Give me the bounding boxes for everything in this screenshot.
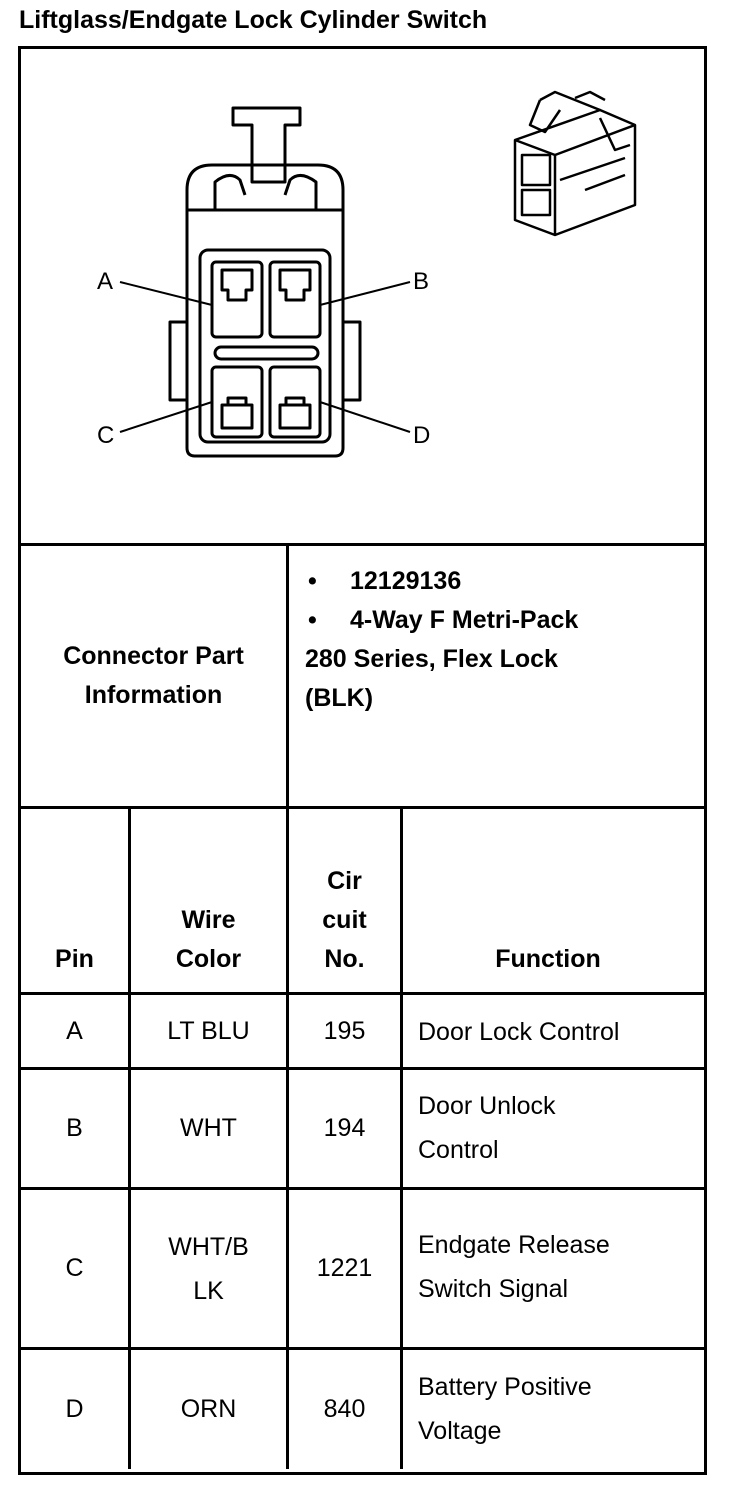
- connector-color: (BLK): [305, 684, 374, 712]
- header-pin: Pin: [55, 945, 94, 973]
- table-frame: [18, 46, 707, 1475]
- connector-3d-view: [513, 90, 637, 237]
- row-c-circuit: 1221: [316, 1254, 373, 1282]
- part-number: 12129136: [350, 567, 462, 595]
- row-d-circuit: 840: [323, 1395, 366, 1423]
- pin-label-a: A: [97, 268, 113, 295]
- connector-diagram: A B C D: [97, 90, 637, 458]
- connector-series: 280 Series, Flex Lock: [305, 645, 558, 673]
- col-divider-pin: [128, 806, 131, 1469]
- connector-type: 4-Way F Metri-Pack: [350, 606, 579, 634]
- rule-under-diagram: [18, 543, 707, 546]
- pin-label-b: B: [413, 268, 429, 295]
- connector-part-details: •12129136 •4-Way F Metri-Pack 280 Series…: [305, 562, 695, 718]
- leader-line-a: [119, 281, 213, 306]
- row-a-pin: A: [66, 1016, 83, 1045]
- row-c-pin: C: [65, 1254, 84, 1282]
- rule-row-b: [18, 1187, 707, 1190]
- leader-line-d: [319, 401, 411, 433]
- leader-line-c: [119, 401, 213, 433]
- cavity-frame: [198, 248, 332, 444]
- rule-row-c: [18, 1347, 707, 1350]
- cavity-b: [268, 260, 322, 339]
- col-divider-circuit: [400, 806, 403, 1469]
- leader-line-b: [319, 281, 411, 306]
- row-b-circuit: 194: [323, 1114, 366, 1142]
- pin-label-c: C: [97, 422, 114, 449]
- page-title: Liftglass/Endgate Lock Cylinder Switch: [19, 6, 488, 34]
- row-d-function: Battery Positive Voltage: [418, 1373, 592, 1445]
- row-a-circuit: 195: [323, 1016, 366, 1045]
- connector-body-outline: [185, 163, 345, 458]
- row-b-function: Door Unlock Control: [418, 1092, 556, 1164]
- row-a-function: Door Lock Control: [418, 1018, 620, 1046]
- rule-under-header: [18, 992, 707, 995]
- row-b-color: WHT: [180, 1114, 237, 1142]
- rule-under-part-info: [18, 806, 707, 809]
- col-divider-main: [286, 543, 289, 1469]
- header-function: Function: [495, 945, 601, 973]
- row-d-color: ORN: [180, 1395, 237, 1423]
- pin-label-d: D: [413, 422, 430, 449]
- rule-row-a: [18, 1067, 707, 1070]
- row-d-pin: D: [65, 1395, 84, 1423]
- row-c-function: Endgate Release Switch Signal: [418, 1231, 610, 1303]
- header-circuit: Cir cuit No.: [322, 867, 367, 973]
- row-a-color: LT BLU: [167, 1016, 250, 1045]
- row-b-pin: B: [66, 1114, 83, 1142]
- row-c-color: WHT/B LK: [168, 1232, 249, 1305]
- latch-tab: [231, 106, 302, 184]
- cavity-a: [210, 260, 264, 339]
- header-wire-color: Wire Color: [175, 906, 242, 973]
- connector-part-label: Connector Part Information: [63, 642, 244, 709]
